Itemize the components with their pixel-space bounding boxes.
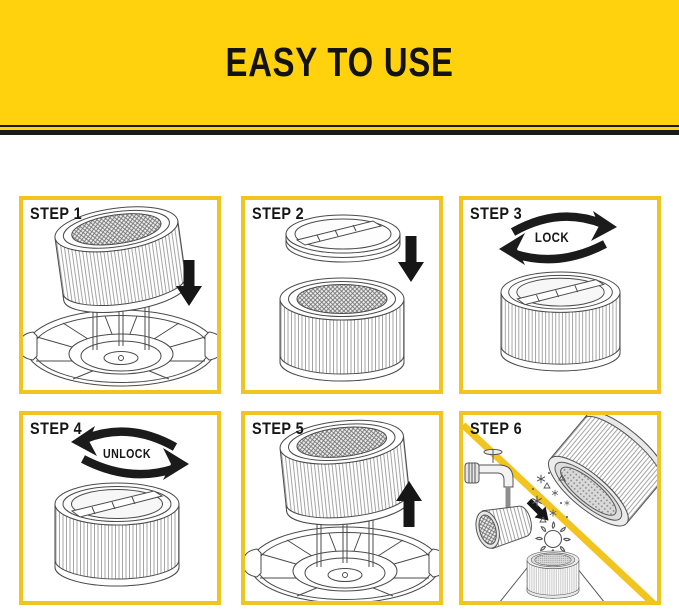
step-label: STEP 4 bbox=[30, 419, 83, 438]
water-stream bbox=[505, 487, 511, 509]
separator-gap bbox=[0, 127, 679, 130]
down-arrow-icon bbox=[398, 236, 424, 282]
step-label: STEP 5 bbox=[252, 419, 305, 438]
step-panel-6: STEP 6 bbox=[459, 411, 661, 605]
step-label: STEP 1 bbox=[30, 204, 83, 223]
step-panel-5: STEP 5 bbox=[241, 411, 443, 605]
step-panel-3: STEP 3 LOCK bbox=[459, 196, 661, 394]
filter-with-cap bbox=[500, 271, 621, 372]
step-panel-1: STEP 1 bbox=[19, 196, 221, 394]
rotate-clockwise-arrows-icon: LOCK bbox=[499, 211, 617, 265]
step3-illustration: LOCK bbox=[499, 211, 621, 372]
step-label: STEP 6 bbox=[470, 419, 523, 438]
step5-illustration bbox=[245, 415, 439, 601]
separator-line-thick bbox=[0, 130, 679, 135]
step4-illustration: UNLOCK bbox=[54, 426, 189, 587]
step1-illustration bbox=[23, 200, 217, 387]
sun-icon bbox=[534, 520, 572, 558]
dust-particles-icon bbox=[531, 472, 570, 523]
header-band: EASY TO USE bbox=[0, 0, 679, 125]
step-label: STEP 2 bbox=[252, 204, 305, 223]
step-panel-4: STEP 4 UNLOCK bbox=[19, 411, 221, 605]
step-panel-2: STEP 2 bbox=[241, 196, 443, 394]
separator-line-thin bbox=[0, 125, 679, 127]
shaken-filter bbox=[538, 415, 657, 537]
diagonal-divider bbox=[463, 422, 656, 601]
rotate-counterclockwise-arrows-icon: UNLOCK bbox=[71, 426, 189, 480]
step6-illustration bbox=[463, 415, 657, 601]
unlock-annotation: UNLOCK bbox=[103, 447, 151, 461]
page-title: EASY TO USE bbox=[225, 39, 454, 85]
step2-illustration bbox=[279, 214, 424, 382]
lock-annotation: LOCK bbox=[535, 230, 569, 245]
filter-cartridge bbox=[279, 277, 405, 382]
filter-with-cap bbox=[54, 482, 180, 587]
faucet-icon bbox=[464, 448, 514, 509]
rinsed-filter bbox=[475, 505, 532, 550]
step-label: STEP 3 bbox=[470, 204, 523, 223]
drying-filter bbox=[526, 550, 580, 599]
